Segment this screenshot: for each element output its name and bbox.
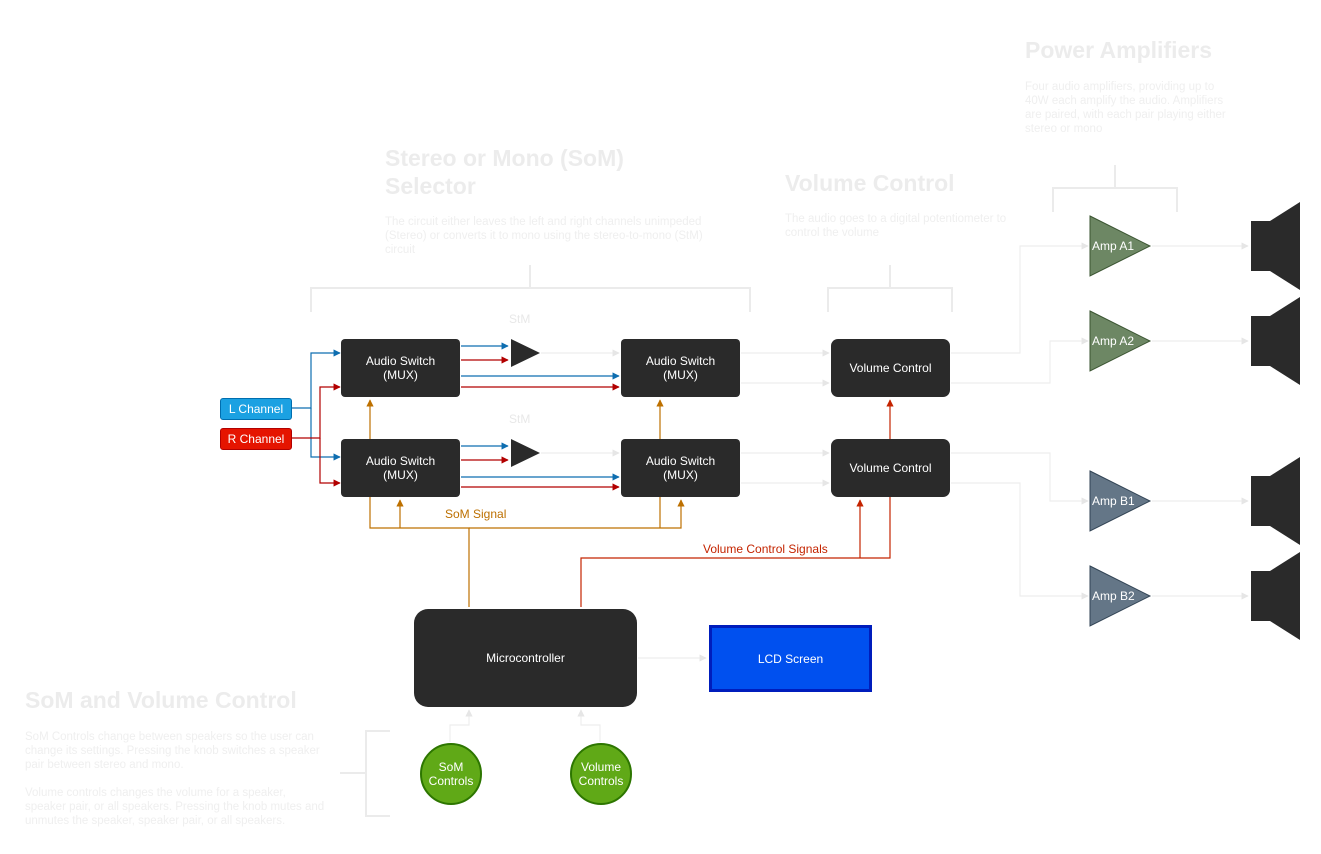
audio-switch-label: Audio Switch xyxy=(365,454,436,468)
amp-a2-label: Amp A2 xyxy=(1092,334,1135,348)
microcontroller: Microcontroller xyxy=(414,609,637,707)
bracket-som-selector xyxy=(310,265,751,312)
volume-controls-line1: Volume xyxy=(580,760,622,774)
stm-amplifiers xyxy=(511,339,540,467)
mux-wires-bottom xyxy=(461,442,620,491)
amp-b2-label: Amp B2 xyxy=(1092,589,1135,603)
audio-switch-top-left: Audio Switch(MUX) xyxy=(341,339,460,397)
wire-r-top xyxy=(291,383,341,439)
som-controls-line2: Controls xyxy=(428,774,474,788)
power-amplifiers-title: Power Amplifiers xyxy=(1025,37,1213,63)
som-signal-bus xyxy=(366,399,685,607)
volume-controls-line2: Controls xyxy=(578,774,624,788)
stm-label-bottom: StM xyxy=(509,412,531,426)
amp-a1-shape xyxy=(1089,215,1152,277)
amp-triangles xyxy=(1089,215,1152,627)
speakers xyxy=(1251,202,1300,640)
volume-control-top: Volume Control xyxy=(831,339,950,397)
volume-to-amp-wires xyxy=(951,242,1089,600)
audio-switch-bottom-left: Audio Switch(MUX) xyxy=(341,439,460,497)
speaker-icon xyxy=(1251,297,1300,385)
volume-control-bottom: Volume Control xyxy=(831,439,950,497)
mux-label: (MUX) xyxy=(383,468,418,482)
power-amplifiers-description: Four audio amplifiers, providing up to 4… xyxy=(1025,81,1226,135)
volume-control-description: The audio goes to a digital potentiomete… xyxy=(785,213,1007,239)
volume-signal-bus xyxy=(580,399,894,607)
som-controls-line1: SoM xyxy=(438,760,464,774)
amp-b1-label: Amp B1 xyxy=(1092,494,1135,508)
audio-switch-label: Audio Switch xyxy=(645,354,716,368)
audio-switch-label: Audio Switch xyxy=(645,454,716,468)
section-brackets xyxy=(310,165,1178,817)
stm-triangle-bottom xyxy=(511,439,540,467)
speaker-icon xyxy=(1251,202,1300,290)
l-channel-input: L Channel xyxy=(220,398,292,420)
speaker-icon xyxy=(1251,457,1300,545)
amp-b2-shape xyxy=(1089,565,1152,627)
amp-to-speaker-wires xyxy=(1152,242,1249,600)
wire-r-bottom xyxy=(319,438,341,487)
audio-switch-label: Audio Switch xyxy=(365,354,436,368)
input-wires xyxy=(291,349,341,487)
bracket-controls xyxy=(340,730,390,817)
mux-label: (MUX) xyxy=(663,468,698,482)
lcd-screen: LCD Screen xyxy=(709,625,872,692)
som-volume-control-description-2: Volume controls changes the volume for a… xyxy=(25,787,325,827)
bracket-power-amps xyxy=(1052,165,1178,212)
mux-label: (MUX) xyxy=(383,368,418,382)
audio-switch-top-right: Audio Switch(MUX) xyxy=(621,339,740,397)
mux-wires-top xyxy=(461,342,620,391)
bracket-volume-control xyxy=(827,265,953,312)
stm-triangle-top xyxy=(511,339,540,367)
som-volume-control-description-1: SoM Controls change between speakers so … xyxy=(25,731,320,771)
som-selector-description: The circuit either leaves the left and r… xyxy=(385,216,703,256)
speaker-icon xyxy=(1251,552,1300,640)
mux-to-volume-wires xyxy=(741,349,830,487)
volume-signal-label: Volume Control Signals xyxy=(703,542,828,556)
wire-l-bottom xyxy=(310,408,341,461)
stm-label-top: StM xyxy=(509,312,531,326)
som-volume-control-title: SoM and Volume Control xyxy=(25,687,297,713)
volume-control-title: Volume Control xyxy=(785,170,955,196)
som-signal-label: SoM Signal xyxy=(445,507,507,521)
amp-a2-shape xyxy=(1089,310,1152,372)
r-channel-input: R Channel xyxy=(220,428,292,450)
amp-a1-label: Amp A1 xyxy=(1092,239,1135,253)
wire-l-top xyxy=(291,349,341,409)
som-selector-title: Stereo or Mono (SoM) Selector xyxy=(385,145,624,199)
amp-b1-shape xyxy=(1089,470,1152,532)
audio-switch-bottom-right: Audio Switch(MUX) xyxy=(621,439,740,497)
microcontroller-links xyxy=(449,654,707,742)
mux-label: (MUX) xyxy=(663,368,698,382)
